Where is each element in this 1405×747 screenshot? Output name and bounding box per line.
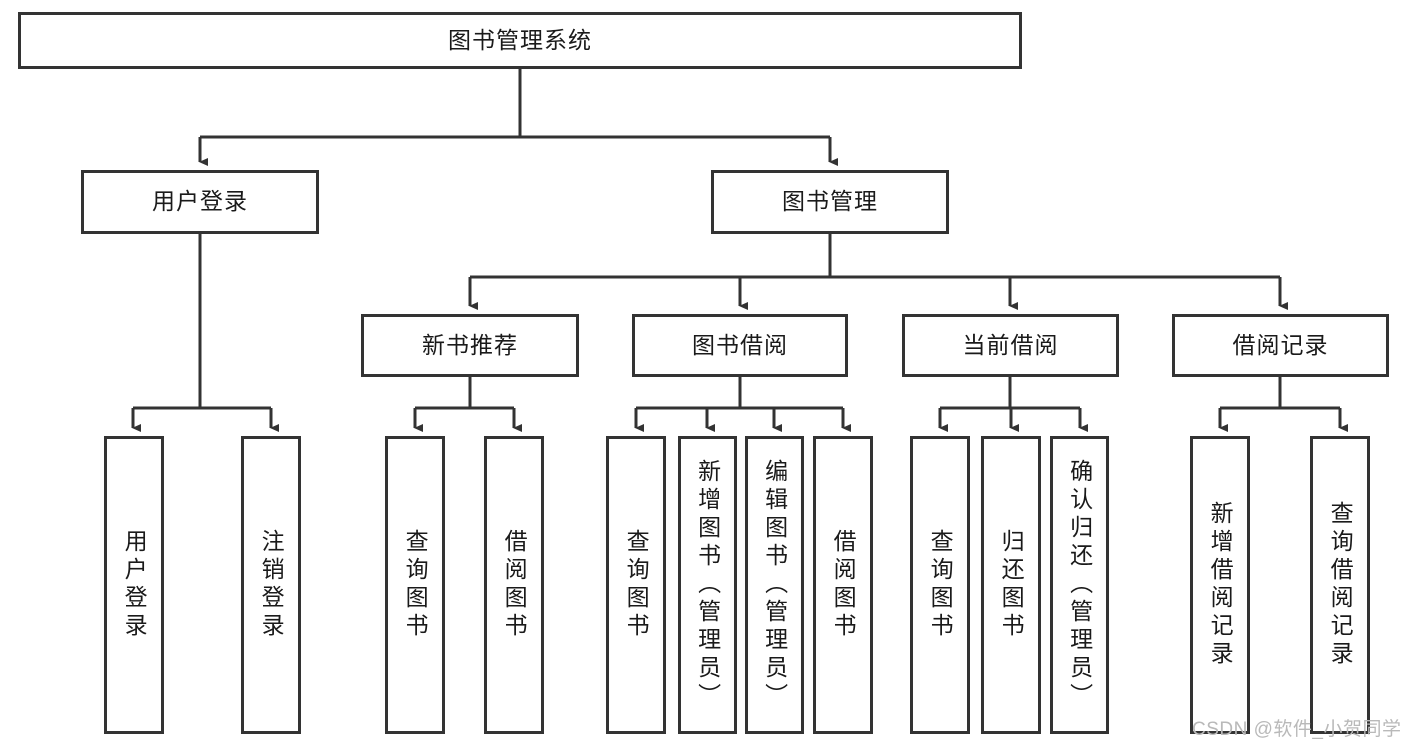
- node-label: 确认归还（管理员）: [1066, 459, 1093, 711]
- node-label: 查询图书: [402, 529, 429, 641]
- node-label: 新增图书（管理员）: [694, 459, 721, 711]
- leaf-query-book-recommend[interactable]: 查询图书: [385, 436, 445, 734]
- node-label: 借阅记录: [1232, 331, 1329, 358]
- node-label: 图书借阅: [692, 331, 788, 358]
- leaf-borrow-book-recommend[interactable]: 借阅图书: [484, 436, 544, 734]
- node-current-borrow[interactable]: 当前借阅: [902, 314, 1119, 377]
- node-book-management[interactable]: 图书管理: [711, 170, 949, 234]
- leaf-user-login[interactable]: 用户登录: [104, 436, 164, 734]
- leaf-query-book-current[interactable]: 查询图书: [910, 436, 970, 734]
- leaf-confirm-return-admin[interactable]: 确认归还（管理员）: [1050, 436, 1109, 734]
- node-label: 借阅图书: [830, 529, 857, 641]
- node-new-book-recommend[interactable]: 新书推荐: [361, 314, 579, 377]
- node-label: 注销登录: [258, 529, 285, 641]
- leaf-edit-book-admin[interactable]: 编辑图书（管理员）: [745, 436, 804, 734]
- leaf-add-book-admin[interactable]: 新增图书（管理员）: [678, 436, 737, 734]
- node-label: 编辑图书（管理员）: [761, 459, 788, 711]
- node-label: 借阅图书: [501, 529, 528, 641]
- node-label: 查询借阅记录: [1327, 501, 1354, 669]
- node-label: 用户登录: [121, 529, 148, 641]
- leaf-return-book[interactable]: 归还图书: [981, 436, 1041, 734]
- node-label: 新增借阅记录: [1207, 501, 1234, 669]
- node-label: 用户登录: [152, 188, 248, 215]
- leaf-borrow-book[interactable]: 借阅图书: [813, 436, 873, 734]
- leaf-logout[interactable]: 注销登录: [241, 436, 301, 734]
- node-label: 归还图书: [998, 529, 1025, 641]
- leaf-add-borrow-record[interactable]: 新增借阅记录: [1190, 436, 1250, 734]
- node-label: 查询图书: [623, 529, 650, 641]
- leaf-query-borrow-record[interactable]: 查询借阅记录: [1310, 436, 1370, 734]
- csdn-watermark: CSDN @软件_小贺同学: [1192, 719, 1402, 740]
- node-root[interactable]: 图书管理系统: [18, 12, 1022, 69]
- node-label: 图书管理系统: [448, 26, 592, 53]
- node-user-login[interactable]: 用户登录: [81, 170, 319, 234]
- node-borrow-record[interactable]: 借阅记录: [1172, 314, 1389, 377]
- node-label: 查询图书: [927, 529, 954, 641]
- node-label: 新书推荐: [422, 331, 518, 358]
- node-label: 当前借阅: [962, 331, 1059, 358]
- node-label: 图书管理: [782, 188, 878, 215]
- leaf-query-book-borrow[interactable]: 查询图书: [606, 436, 666, 734]
- node-book-borrow[interactable]: 图书借阅: [632, 314, 848, 377]
